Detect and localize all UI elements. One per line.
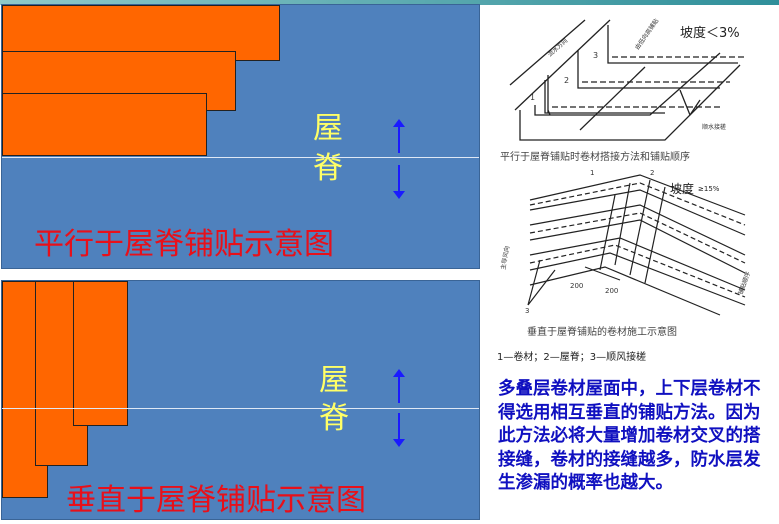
flow-label: 流水方向 (546, 36, 569, 58)
perpendicular-panel: 屋 脊 垂直于屋脊铺贴示意图 (1, 280, 480, 520)
slope-label: 坡度 (670, 181, 694, 196)
arrow-up-icon (393, 119, 405, 153)
ridge-char: 脊 (319, 401, 349, 436)
label: 3 (525, 307, 529, 315)
parallel-caption: 平行于屋脊铺贴示意图 (34, 227, 334, 262)
roll-sheet-3 (73, 281, 128, 426)
ridge-line (2, 408, 479, 409)
roll-sheet-3 (2, 93, 207, 156)
slope-label: 坡度＜3% (680, 25, 740, 41)
dimension: 200 (570, 282, 583, 290)
label: 2 (650, 169, 654, 177)
order-label: 由低向高铺贴 (633, 17, 660, 51)
ridge-char: 屋 (313, 111, 343, 146)
dimension: 200 (605, 287, 618, 295)
roofing-diagrams: 1 2 3 坡度＜3% 流水方向 由低向高铺贴 顺水接槎 平行于屋脊铺贴时卷材搭… (497, 17, 752, 363)
label: 1 (530, 93, 535, 102)
diagram-bottom-caption: 垂直于屋脊铺贴的卷材施工示意图 (527, 325, 677, 338)
arrow-down-icon (393, 413, 405, 447)
ridge-char: 脊 (313, 151, 343, 186)
perpendicular-caption: 垂直于屋脊铺贴示意图 (66, 483, 366, 518)
diagram-top-caption: 平行于屋脊铺贴时卷材搭接方法和铺贴顺序 (500, 150, 690, 163)
order-label: 铺贴顺序 (736, 270, 752, 295)
ridge-line (2, 157, 479, 158)
slide-top-band (0, 0, 779, 5)
slope-value: ≥15% (698, 185, 720, 193)
label: 2 (564, 76, 569, 85)
parallel-diagram (509, 19, 745, 141)
label: 3 (593, 51, 598, 60)
arrow-down-icon (393, 165, 405, 199)
wind-label: 主导风向 (499, 245, 511, 270)
arrow-up-icon (393, 369, 405, 403)
label: 1 (590, 169, 594, 177)
joint-label: 顺水接槎 (702, 123, 726, 131)
description-text: 多叠层卷材屋面中，上下层卷材不得选用相互垂直的铺贴方法。因为此方法必将大量增加卷… (498, 379, 761, 493)
perpendicular-diagram (527, 174, 746, 316)
parallel-panel: 屋 脊 平行于屋脊铺贴示意图 (1, 4, 480, 269)
diagram-legend: 1—卷材；2—屋脊；3—顺风接槎 (497, 350, 646, 363)
ridge-char: 屋 (319, 363, 349, 398)
